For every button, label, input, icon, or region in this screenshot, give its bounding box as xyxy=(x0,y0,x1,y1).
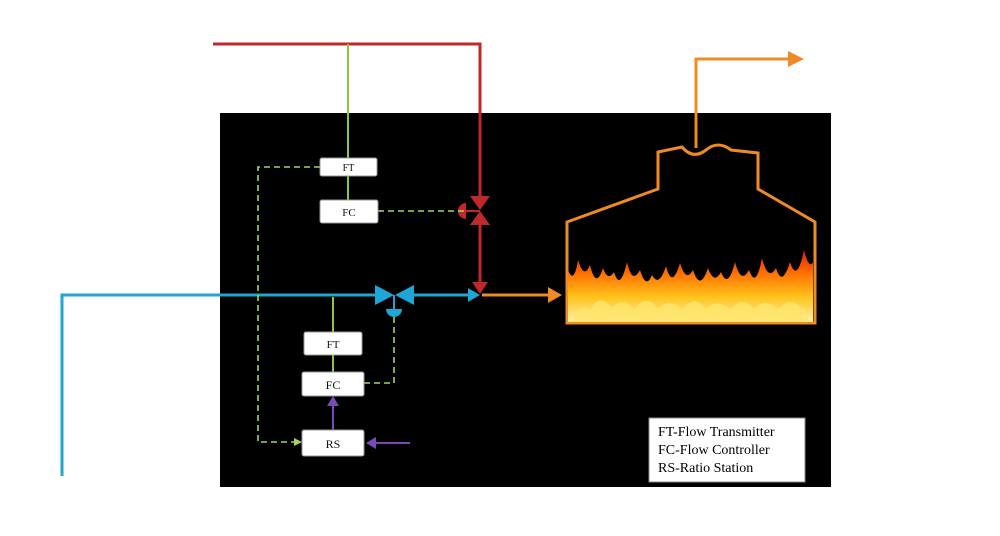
flame-icon xyxy=(568,250,813,322)
air-control-valve-icon xyxy=(375,285,414,317)
mixed-feed-arrow-icon xyxy=(548,287,562,303)
ft-top-block: FT xyxy=(319,157,378,177)
rs-input-arrow-icon xyxy=(294,438,302,446)
furnace xyxy=(565,143,817,325)
air-arrow-icon xyxy=(468,288,480,302)
ft-top-label: FT xyxy=(343,163,355,174)
stack-outlet-line xyxy=(694,57,790,148)
ft-bottom-label: FT xyxy=(327,339,340,351)
stack-outlet-arrow-icon xyxy=(788,51,804,67)
fuel-arrow-icon xyxy=(472,282,488,294)
legend-item-ft: FT-Flow Transmitter xyxy=(658,425,775,440)
setpoint-arrows xyxy=(327,396,410,449)
ratio-station-block: RS xyxy=(301,429,365,457)
fc-bottom-label: FC xyxy=(326,378,341,392)
fc-top-block: FC xyxy=(319,199,379,224)
ft-bottom-block: FT xyxy=(303,331,363,356)
fc-top-label: FC xyxy=(342,207,355,219)
legend-item-fc: FC-Flow Controller xyxy=(658,443,770,458)
rs-label: RS xyxy=(326,437,341,451)
legend-item-rs: RS-Ratio Station xyxy=(658,461,753,476)
signal-lines xyxy=(257,44,466,443)
legend: FT-Flow Transmitter FC-Flow Controller R… xyxy=(648,417,806,483)
fuel-line xyxy=(213,42,482,285)
fc-bottom-block: FC xyxy=(301,371,365,397)
air-line xyxy=(60,293,470,476)
